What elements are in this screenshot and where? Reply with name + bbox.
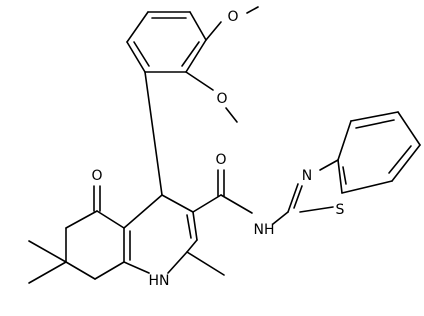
dihydropyridine-ring (123, 194, 198, 274)
atom-o-ketone: O (91, 168, 102, 184)
amide-group (192, 169, 289, 225)
atom-n-thiazole: N (302, 168, 312, 184)
ketone-double-bond (93, 185, 101, 212)
thiazole-ring (287, 159, 343, 213)
methoxy-mid (185, 71, 238, 123)
cyclohexanone-ring (65, 210, 125, 280)
atom-n-ring: HN (149, 273, 170, 289)
gem-dimethyl (28, 240, 67, 284)
atom-s-thiazole: S (336, 202, 345, 218)
phenyl-ring (126, 11, 207, 73)
atom-o-amide: O (215, 152, 226, 168)
atom-o-methoxy-mid: O (216, 91, 227, 107)
methoxy-top (205, 6, 259, 41)
benzo-ring (337, 111, 421, 194)
atom-n-amide: NH (254, 222, 275, 238)
atom-o-methoxy-top: O (227, 9, 238, 25)
bond-phenyl-c4 (144, 71, 163, 196)
bond-methyl-c2 (186, 251, 225, 276)
